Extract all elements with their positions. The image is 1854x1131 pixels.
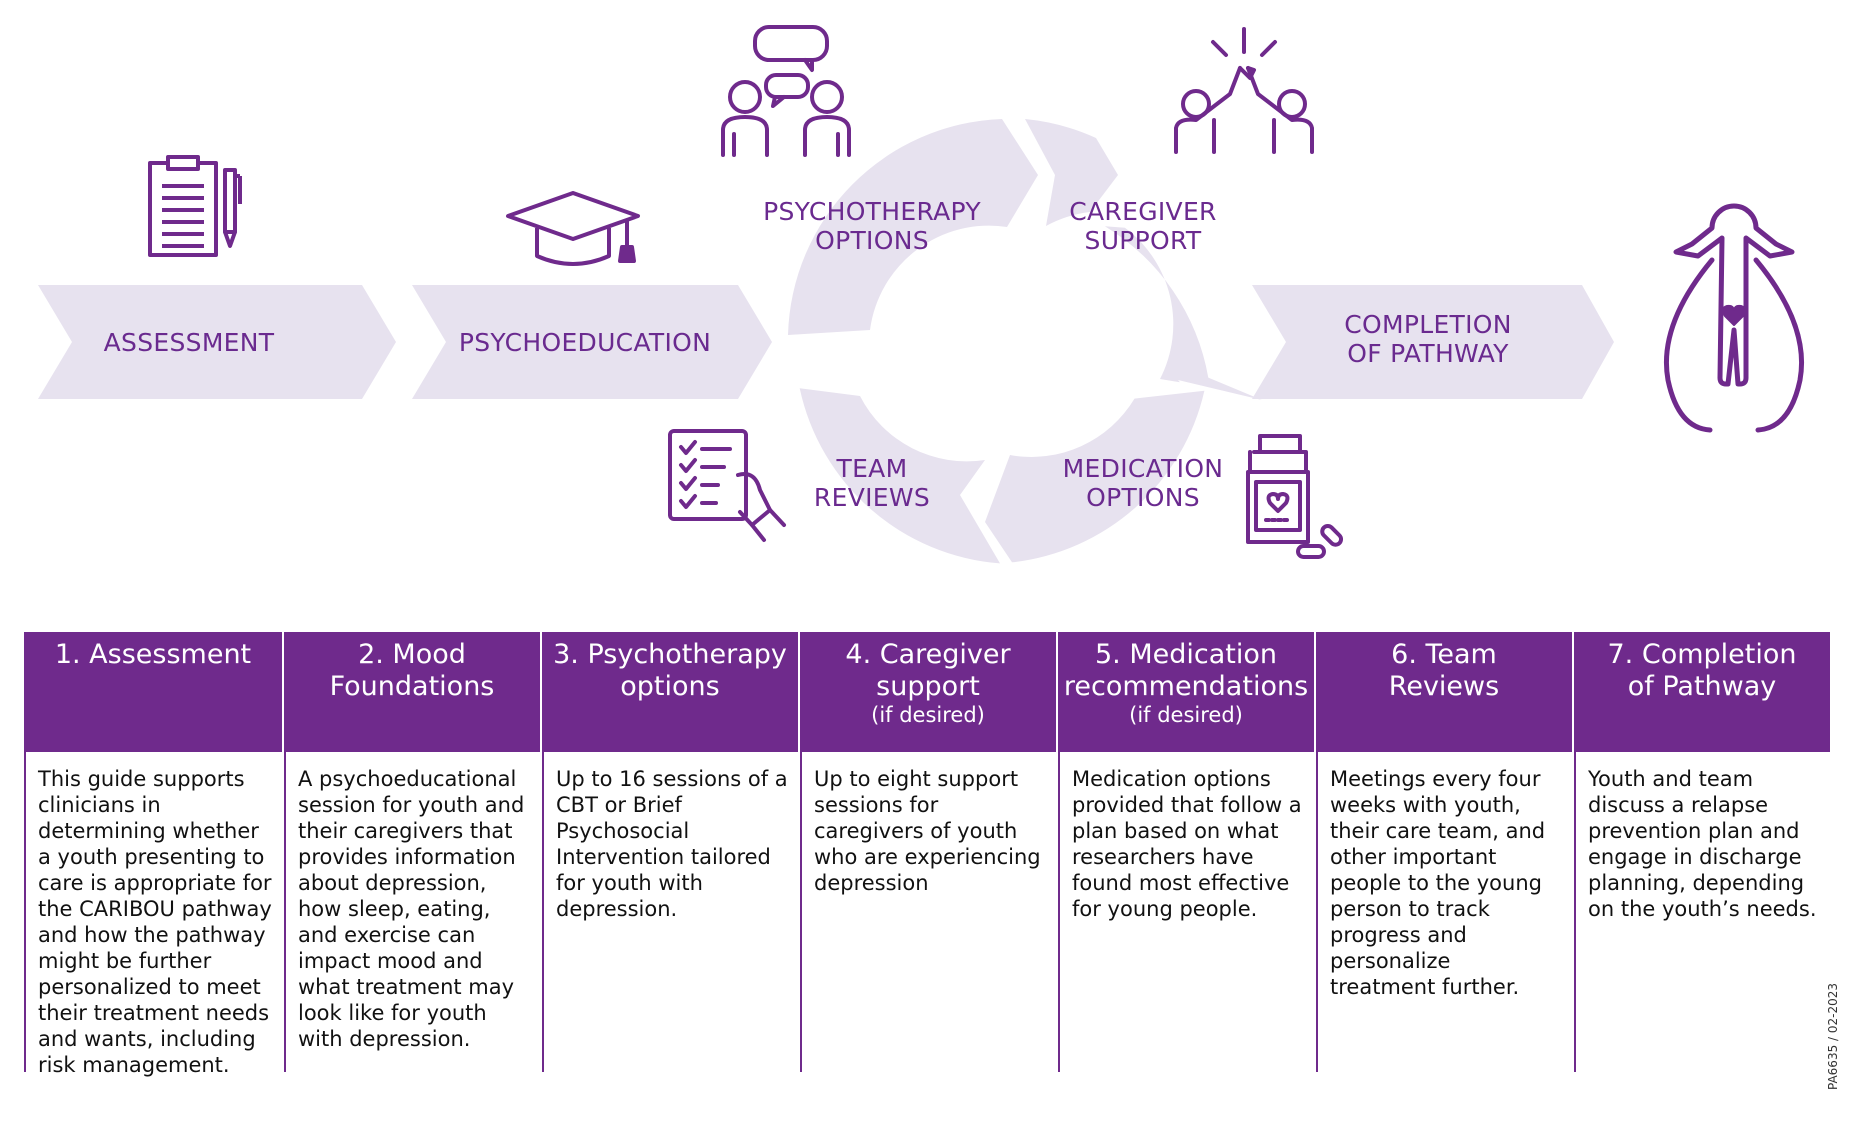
step-header: 2. Mood Foundations bbox=[284, 632, 540, 752]
psychoeducation-arrow bbox=[412, 285, 772, 399]
team-reviews-label-line1: TEAM bbox=[836, 454, 908, 483]
step-title: 6. Team Reviews bbox=[1388, 639, 1500, 702]
high-five-icon bbox=[1174, 27, 1314, 154]
assessment-arrow bbox=[38, 285, 396, 399]
step-title: 4. Caregiver support bbox=[845, 639, 1011, 702]
step-column: 3. Psychotherapy options Up to 16 sessio… bbox=[540, 632, 798, 1072]
step-title: 3. Psychotherapy options bbox=[553, 639, 787, 702]
step-description: Youth and team discuss a relapse prevent… bbox=[1588, 767, 1817, 921]
completion-label-line1: COMPLETION bbox=[1344, 310, 1512, 339]
step-subtitle: (if desired) bbox=[1129, 703, 1243, 727]
step-title: 1. Assessment bbox=[54, 639, 252, 670]
caregiver-label-line1: CAREGIVER bbox=[1069, 197, 1216, 226]
caregiver-label-line2: SUPPORT bbox=[1085, 226, 1202, 255]
step-description: Meetings every four weeks with youth, th… bbox=[1330, 767, 1546, 999]
step-title: 2. Mood Foundations bbox=[329, 639, 495, 702]
step-column: 5. Medication recommendations (if desire… bbox=[1056, 632, 1314, 1072]
step-header: 1. Assessment bbox=[24, 632, 282, 752]
step-header: 4. Caregiver support (if desired) bbox=[800, 632, 1056, 752]
checklist-icon bbox=[668, 429, 786, 542]
medication-bottle-icon bbox=[1246, 434, 1344, 559]
assessment-label: ASSESSMENT bbox=[104, 328, 275, 357]
completion-label-line2: OF PATHWAY bbox=[1347, 339, 1509, 368]
graduation-cap-icon bbox=[506, 191, 640, 266]
step-column: 7. Completion of Pathway Youth and team … bbox=[1572, 632, 1830, 1072]
psychoeducation-label: PSYCHOEDUCATION bbox=[459, 328, 711, 357]
person-heart-icon bbox=[1663, 203, 1805, 433]
step-column: 2. Mood Foundations A psychoeducational … bbox=[282, 632, 540, 1072]
step-column: 6. Team Reviews Meetings every four week… bbox=[1314, 632, 1572, 1072]
conversation-icon bbox=[721, 25, 851, 157]
pathway-diagram: ASSESSMENT PSYCHOEDUCATION PSYCHOTHERAPY… bbox=[38, 25, 1805, 564]
team-reviews-label-line2: REVIEWS bbox=[814, 483, 930, 512]
psychotherapy-label-line2: OPTIONS bbox=[815, 226, 929, 255]
step-description: Medication options provided that follow … bbox=[1072, 767, 1302, 921]
step-column: 1. Assessment This guide supports clinic… bbox=[24, 632, 282, 1077]
step-title: 5. Medication recommendations bbox=[1063, 639, 1309, 702]
step-description: Up to eight support sessions for caregiv… bbox=[814, 767, 1041, 895]
step-header: 3. Psychotherapy options bbox=[542, 632, 798, 752]
step-description: Up to 16 sessions of a CBT or Brief Psyc… bbox=[556, 767, 788, 921]
step-subtitle: (if desired) bbox=[871, 703, 985, 727]
steps-table: 1. Assessment This guide supports clinic… bbox=[24, 632, 1830, 1077]
step-header: 7. Completion of Pathway bbox=[1574, 632, 1830, 752]
document-code: PA6635 / 02-2023 bbox=[1826, 982, 1840, 1090]
step-title: 7. Completion of Pathway bbox=[1607, 639, 1797, 702]
step-description: A psychoeducational session for youth an… bbox=[298, 767, 525, 1051]
medication-label-line1: MEDICATION bbox=[1063, 454, 1224, 483]
medication-label-line2: OPTIONS bbox=[1086, 483, 1200, 512]
completion-arrow bbox=[1252, 285, 1614, 399]
psychotherapy-label-line1: PSYCHOTHERAPY bbox=[763, 197, 981, 226]
cycle-ring bbox=[788, 119, 1262, 564]
step-header: 5. Medication recommendations (if desire… bbox=[1058, 632, 1314, 752]
step-description: This guide supports clinicians in determ… bbox=[38, 767, 272, 1077]
step-column: 4. Caregiver support (if desired) Up to … bbox=[798, 632, 1056, 1072]
step-header: 6. Team Reviews bbox=[1316, 632, 1572, 752]
clipboard-icon bbox=[148, 155, 242, 257]
